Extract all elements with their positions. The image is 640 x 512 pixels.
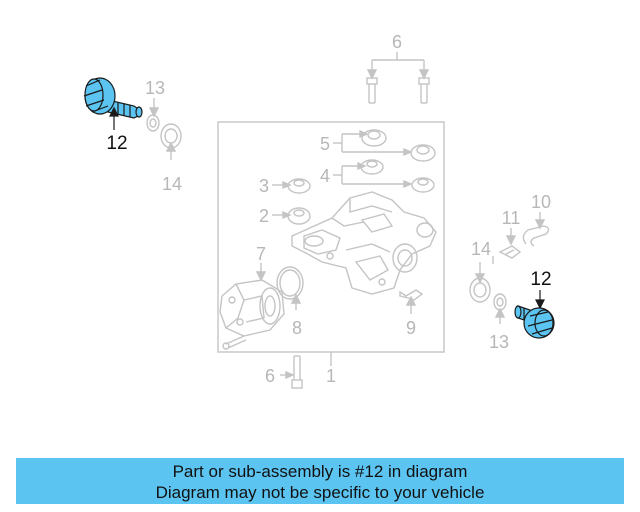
- part-7-cover: [219, 263, 285, 350]
- callout-12-left[interactable]: 12: [106, 133, 127, 154]
- part-12-flange-left: [83, 77, 143, 130]
- callout-1: 1: [326, 366, 336, 386]
- part-5-caps: [333, 129, 436, 162]
- part-1-differential-housing: [291, 191, 437, 295]
- callout-13-right: 13: [489, 332, 509, 352]
- banner-line-1: Part or sub-assembly is #12 in diagram: [172, 462, 468, 481]
- part-9-clip: [399, 289, 424, 314]
- callout-9: 9: [406, 318, 416, 338]
- callout-8: 8: [292, 318, 302, 338]
- callout-6-bottom: 6: [265, 366, 275, 386]
- info-banner: Part or sub-assembly is #12 in diagram D…: [16, 458, 624, 504]
- callout-6-top: 6: [392, 32, 402, 52]
- part-13-ring-left: [146, 98, 160, 132]
- part-2-cap: [272, 207, 311, 225]
- callout-2: 2: [259, 206, 269, 226]
- part-11-bracket: [498, 228, 522, 259]
- part-4-caps: [333, 159, 435, 193]
- callout-14-right: 14: [471, 239, 491, 259]
- callout-7: 7: [256, 244, 266, 264]
- callout-10: 10: [531, 192, 551, 212]
- part-3-cap: [272, 178, 311, 194]
- callout-14-left: 14: [162, 174, 182, 194]
- banner-line-2: Diagram may not be specific to your vehi…: [155, 483, 485, 502]
- callout-11: 11: [502, 208, 521, 228]
- callout-12-right[interactable]: 12: [530, 269, 551, 290]
- part-13-ring-right: [493, 293, 507, 324]
- part-6-bolt-bottom: [280, 352, 332, 389]
- part-8-gasket: [276, 266, 304, 310]
- part-12-flange-right: [514, 290, 555, 339]
- callout-5: 5: [320, 134, 330, 154]
- callout-13-left: 13: [145, 78, 165, 98]
- part-6-bolts-top: [366, 52, 430, 104]
- part-14-seal-right: [469, 256, 494, 303]
- callout-4: 4: [320, 166, 330, 186]
- part-14-seal-left: [160, 123, 182, 160]
- part-10-clip: [522, 212, 550, 247]
- callout-3: 3: [259, 176, 269, 196]
